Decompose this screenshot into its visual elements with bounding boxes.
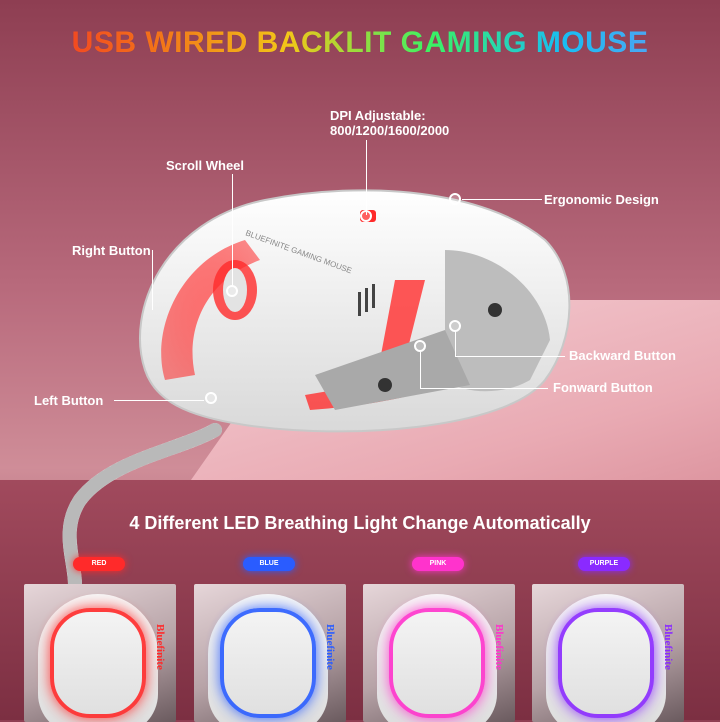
- thumbnail-pink: Bluefinite: [363, 584, 515, 722]
- forward-button-label: Fonward Button: [553, 380, 653, 395]
- scroll-wheel-dot: [226, 285, 238, 297]
- color-pill-pink: PINK: [412, 557, 464, 571]
- color-pill-purple: PURPLE: [578, 557, 630, 571]
- backward-button-line-h: [455, 356, 565, 357]
- scroll-wheel-line: [232, 174, 233, 286]
- dpi-dot: [360, 210, 372, 222]
- thumbnail-brand: Bluefinite: [662, 624, 674, 670]
- thumbnail-brand: Bluefinite: [493, 624, 505, 670]
- scroll-wheel-label: Scroll Wheel: [166, 158, 245, 173]
- thumbnail-red: Bluefinite: [24, 584, 176, 722]
- thumbnail-blue: Bluefinite: [194, 584, 346, 722]
- left-button-line: [114, 400, 204, 401]
- ergonomic-dot: [449, 193, 461, 205]
- left-button-label: Left Button: [34, 393, 104, 408]
- right-button-label: Right Button: [72, 243, 151, 258]
- forward-button-line: [420, 352, 421, 388]
- left-button-dot: [205, 392, 217, 404]
- backward-button-line: [455, 330, 456, 356]
- forward-button-dot: [414, 340, 426, 352]
- color-pill-red: RED: [73, 557, 125, 571]
- dpi-line: [366, 140, 367, 215]
- mouse-image: BLUEFINITE GAMING MOUSE: [139, 189, 571, 433]
- ergonomic-line: [462, 199, 542, 200]
- thumbnail-purple: Bluefinite: [532, 584, 684, 722]
- page-title: USB WIRED BACKLIT GAMING MOUSE: [0, 26, 720, 60]
- thumbnail-brand: Bluefinite: [154, 624, 166, 670]
- thumbnail-brand: Bluefinite: [324, 624, 336, 670]
- backward-button-dot: [449, 320, 461, 332]
- backward-button-label: Backward Button: [569, 348, 676, 363]
- forward-button-line-h: [420, 388, 548, 389]
- right-button-line: [152, 250, 153, 310]
- dpi-title: DPI Adjustable:: [330, 108, 426, 123]
- ergonomic-label: Ergonomic Design: [544, 192, 659, 207]
- led-subtitle: 4 Different LED Breathing Light Change A…: [129, 513, 591, 533]
- color-pill-blue: BLUE: [243, 557, 295, 571]
- dpi-values: 800/1200/1600/2000: [330, 123, 450, 138]
